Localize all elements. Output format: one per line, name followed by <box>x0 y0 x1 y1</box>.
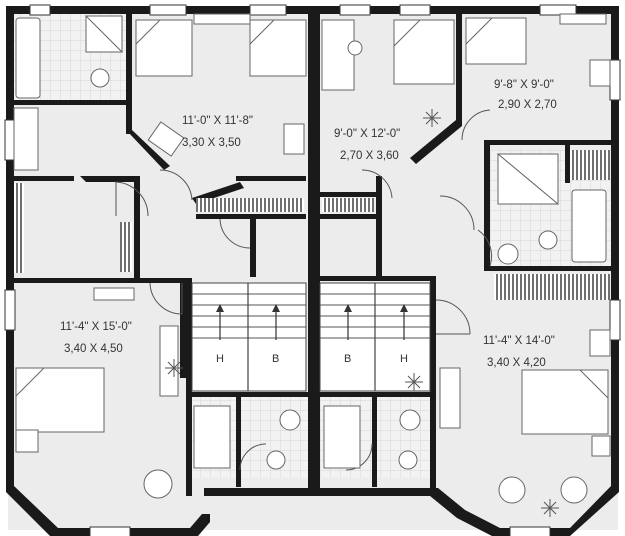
stair-label-right-b: H <box>400 353 408 365</box>
stair-label-left-a: H <box>216 353 224 365</box>
plant-icons <box>165 109 559 517</box>
stairs-left <box>191 282 307 392</box>
stairs-right <box>319 282 431 392</box>
room-bottom-left-imperial: 11'-4" X 15'-0" <box>60 321 132 333</box>
room-bottom-right-metric: 3,40 X 4,20 <box>487 357 546 369</box>
room-top-mid-right-metric: 2,70 X 3,60 <box>340 150 399 162</box>
room-top-left-imperial: 11'-0" X 11'-8" <box>182 115 253 127</box>
windows <box>4 4 621 536</box>
wardrobes <box>14 150 610 300</box>
room-bottom-right-imperial: 11'-4" X 14'-0" <box>483 335 555 347</box>
exterior-walls <box>6 6 619 536</box>
stair-label-left-b: B <box>272 353 279 365</box>
stair-label-right-a: B <box>344 353 351 365</box>
room-top-right-metric: 2,90 X 2,70 <box>498 99 557 111</box>
room-bottom-left-metric: 3,40 X 4,50 <box>64 343 123 355</box>
furniture <box>15 13 611 504</box>
room-top-right-imperial: 9'-8" X 9'-0" <box>494 79 554 91</box>
room-top-mid-right-imperial: 9'-0" X 12'-0" <box>334 128 400 140</box>
doors <box>115 109 493 471</box>
room-top-left-metric: 3,30 X 3,50 <box>182 137 241 149</box>
bath-fixtures <box>13 15 607 470</box>
interior-walls-left <box>14 14 308 496</box>
interior-walls-right <box>320 14 611 488</box>
beds <box>15 17 609 435</box>
